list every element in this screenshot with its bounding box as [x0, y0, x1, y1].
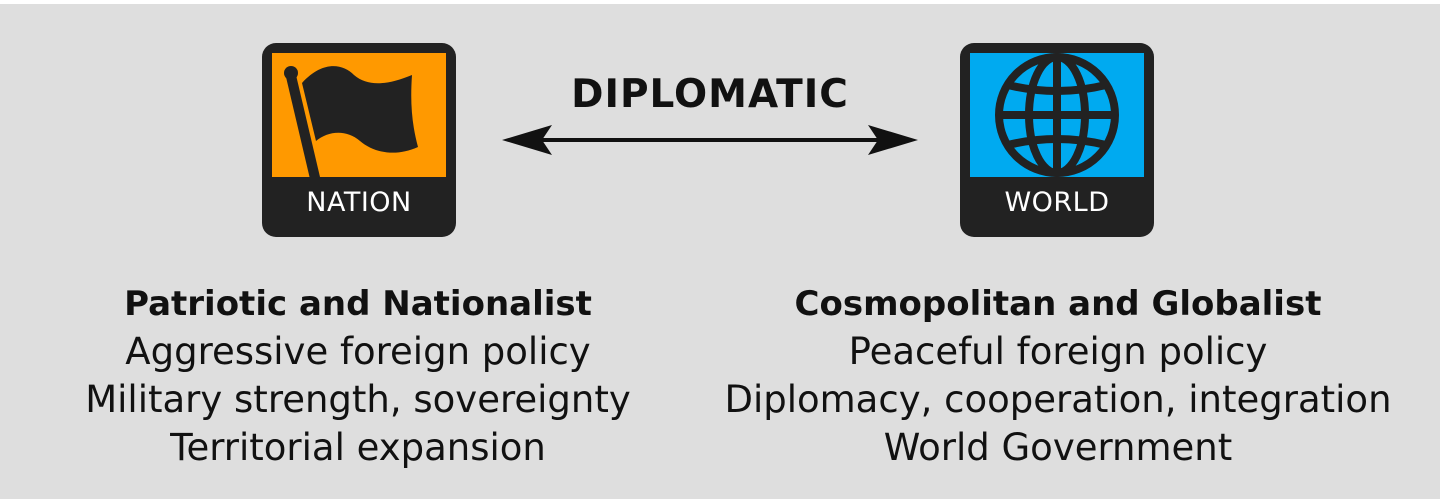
diagram-panel: NATION DIPLOMATIC WORLD: [0, 4, 1440, 499]
world-icon-label: WORLD: [1004, 187, 1110, 218]
double-headed-arrow-icon: [502, 125, 918, 155]
nation-heading: Patriotic and Nationalist: [124, 284, 592, 324]
nation-line-3: Territorial expansion: [170, 426, 546, 469]
flag-icon: [284, 66, 418, 177]
globe-icon: [995, 53, 1119, 177]
nation-icon-label: NATION: [306, 187, 412, 218]
nation-line-2: Military strength, sovereignty: [85, 378, 631, 421]
diplomatic-connector: DIPLOMATIC: [490, 64, 930, 174]
world-line-3: World Government: [883, 426, 1233, 469]
world-line-1: Peaceful foreign policy: [848, 330, 1268, 373]
world-description: Cosmopolitan and Globalist Peaceful fore…: [690, 280, 1426, 472]
connector-label: DIPLOMATIC: [571, 72, 849, 117]
nation-icon-card: NATION: [262, 43, 456, 237]
world-heading: Cosmopolitan and Globalist: [794, 284, 1322, 324]
nation-line-1: Aggressive foreign policy: [125, 330, 591, 373]
nation-icon-tile: [272, 53, 446, 177]
world-icon-tile: [970, 53, 1144, 177]
world-line-2: Diplomacy, cooperation, integration: [724, 378, 1392, 421]
nation-description: Patriotic and Nationalist Aggressive for…: [40, 280, 676, 472]
world-icon-card: WORLD: [960, 43, 1154, 237]
